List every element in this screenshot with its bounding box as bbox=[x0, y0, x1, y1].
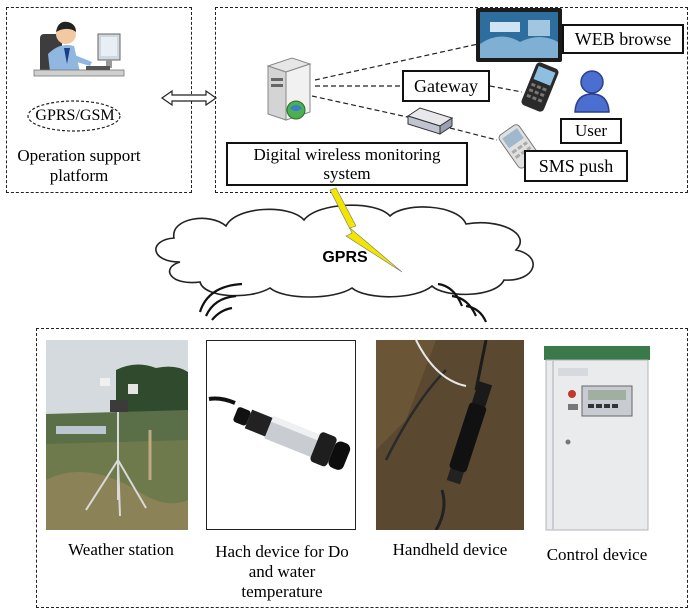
signal-waves-right-icon bbox=[437, 282, 488, 323]
web-browse-box: WEB browse bbox=[562, 24, 684, 54]
devices-panel bbox=[36, 328, 688, 608]
server-icon bbox=[266, 57, 312, 121]
gateway-device-icon bbox=[406, 107, 454, 135]
lightning-icon bbox=[329, 187, 403, 273]
smartphone-icon bbox=[521, 62, 559, 112]
web-monitor-icon bbox=[476, 8, 562, 62]
gprs-cloud bbox=[155, 204, 534, 298]
monitoring-system-title: Digital wireless monitoring system bbox=[226, 142, 468, 186]
gateway-box: Gateway bbox=[402, 70, 490, 102]
user-box: User bbox=[560, 118, 622, 144]
double-arrow-icon bbox=[160, 89, 218, 107]
connector-lines bbox=[311, 43, 523, 141]
handheld-device-photo bbox=[376, 340, 524, 530]
control-device-photo bbox=[544, 346, 650, 532]
monitoring-system-panel bbox=[215, 7, 688, 193]
operator-illustration bbox=[33, 21, 125, 77]
signal-waves-left-icon bbox=[198, 282, 243, 321]
control-device-label: Control device bbox=[546, 545, 648, 564]
hach-device-photo bbox=[206, 340, 356, 530]
hach-device-label: Hach device for Do and water temperature bbox=[215, 542, 349, 601]
gprs-gsm-oval bbox=[27, 100, 121, 132]
gprs-label: GPRS bbox=[322, 249, 368, 266]
operation-platform-title: Operation support platform bbox=[17, 146, 141, 185]
sms-push-box: SMS push bbox=[524, 150, 628, 182]
weather-station-photo bbox=[46, 340, 188, 530]
user-icon bbox=[574, 70, 610, 113]
handheld-device-label: Handheld device bbox=[392, 540, 508, 559]
weather-station-label: Weather station bbox=[68, 540, 174, 559]
gprs-gsm-label: GPRS/GSM bbox=[35, 107, 115, 124]
